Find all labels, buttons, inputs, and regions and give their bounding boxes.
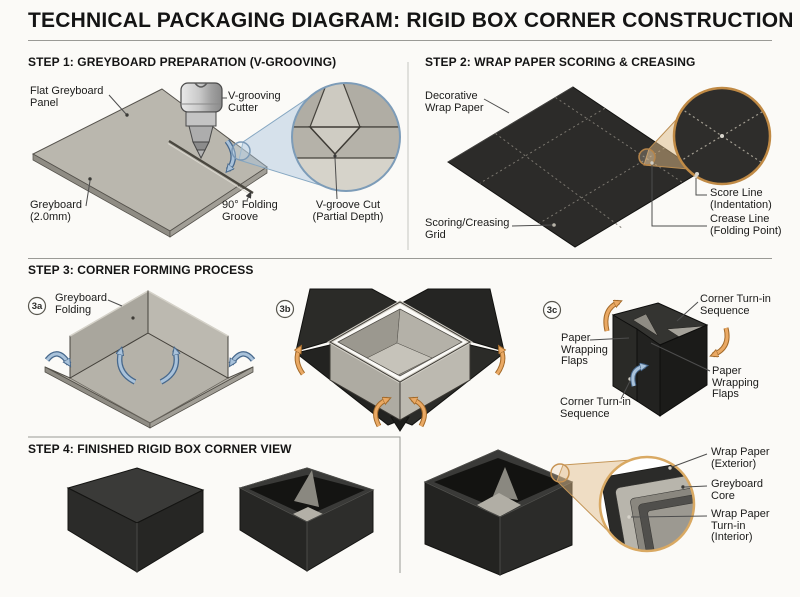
step3b-illustration xyxy=(275,288,505,432)
fold-arrows-blue xyxy=(44,350,256,385)
badge-3b: 3b xyxy=(279,303,291,315)
step3c-leader-lines xyxy=(589,301,711,400)
label-crease-line: Crease Line (Folding Point) xyxy=(710,213,782,237)
step2-leader-lines xyxy=(483,98,707,227)
label-wrap-paper-exterior: Wrap Paper (Exterior) xyxy=(711,446,770,470)
open-box-middle xyxy=(238,467,375,572)
corner-section-magnifier xyxy=(598,455,696,553)
step4-illustration xyxy=(66,449,708,576)
step2-illustration xyxy=(447,86,772,248)
label-greyboard-core: Greyboard Core xyxy=(711,478,763,502)
step1-illustration xyxy=(31,82,401,238)
vgroove-detail-magnifier xyxy=(291,82,401,192)
page-title: TECHNICAL PACKAGING DIAGRAM: RIGID BOX C… xyxy=(28,9,794,32)
label-score-line: Score Line (Indentation) xyxy=(710,187,772,211)
turnin-arrows xyxy=(603,302,730,387)
step1-header: STEP 1: GREYBOARD PREPARATION (V-GROOVIN… xyxy=(28,55,337,69)
label-corner-turnin-top: Corner Turn-in Sequence xyxy=(700,293,771,317)
badge-3a: 3a xyxy=(31,300,43,312)
label-greyboard-thickness: Greyboard (2.0mm) xyxy=(30,199,82,223)
label-folding-groove: 90° Folding Groove xyxy=(222,199,278,223)
step1-leader-lines xyxy=(85,94,338,207)
score-detail-magnifier xyxy=(672,86,772,186)
step3-header: STEP 3: CORNER FORMING PROCESS xyxy=(28,263,254,277)
label-v-grooving-cutter: V-grooving Cutter xyxy=(228,90,281,114)
label-scoring-grid: Scoring/Creasing Grid xyxy=(425,217,510,241)
step4-leader-lines xyxy=(630,453,708,518)
step2-header: STEP 2: WRAP PAPER SCORING & CREASING xyxy=(425,55,696,69)
wrap-arrows-orange xyxy=(297,348,503,428)
label-vgroove-cut: V-groove Cut (Partial Depth) xyxy=(312,199,384,223)
badge-3c: 3c xyxy=(546,304,558,316)
label-greyboard-folding: Greyboard Folding xyxy=(55,292,107,316)
section-dividers xyxy=(28,40,772,573)
open-box-right xyxy=(423,449,574,576)
scoring-grid-lines xyxy=(479,97,683,229)
closed-box xyxy=(66,467,205,573)
step4-header: STEP 4: FINISHED RIGID BOX CORNER VIEW xyxy=(28,442,292,456)
step3a-illustration xyxy=(27,290,256,429)
label-flat-greyboard-panel: Flat Greyboard Panel xyxy=(30,85,104,109)
step3c-illustration xyxy=(542,301,730,417)
label-paper-wrapping-flaps-left: Paper Wrapping Flaps xyxy=(561,332,608,367)
label-paper-wrapping-flaps-right: Paper Wrapping Flaps xyxy=(712,365,759,400)
label-wrap-paper-turnin: Wrap Paper Turn-in (Interior) xyxy=(711,508,770,543)
label-corner-turnin-bottom: Corner Turn-in Sequence xyxy=(560,396,631,420)
label-decorative-wrap-paper: Decorative Wrap Paper xyxy=(425,90,484,114)
